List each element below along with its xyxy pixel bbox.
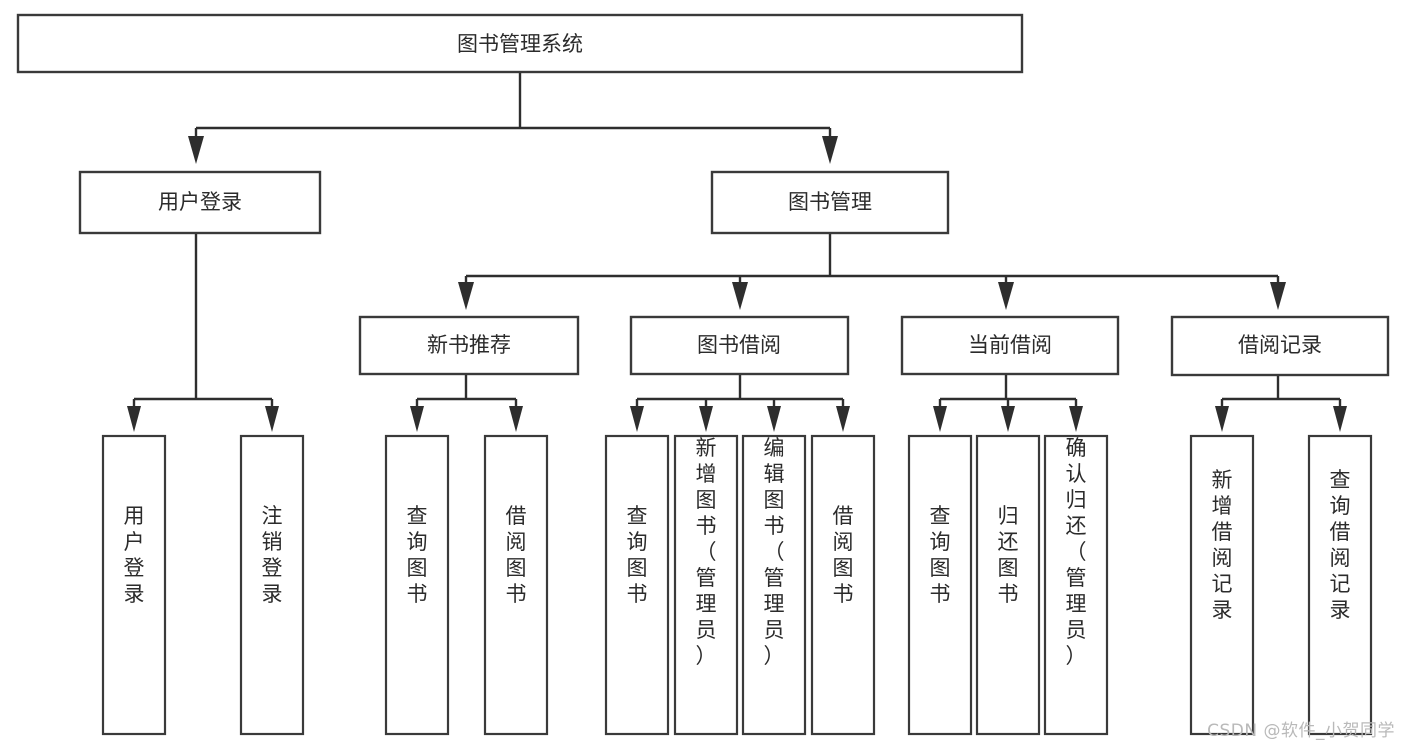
node-book-borrow-label: 图书借阅 <box>697 333 781 357</box>
node-leaf-borrow-book-1-box[interactable] <box>483 434 549 736</box>
node-book-manage-box[interactable] <box>710 170 950 235</box>
node-root-box[interactable] <box>16 13 1024 74</box>
node-leaf-confirm-return-label: 确认归还（管理员） <box>1066 436 1087 668</box>
node-leaf-return-book-box[interactable] <box>975 434 1041 736</box>
arrowhead-leaf-query-book-2 <box>630 406 644 432</box>
connector-group-borrow-record <box>1215 375 1347 432</box>
arrowhead-leaf-query-book-1 <box>410 406 424 432</box>
node-leaf-query-book-3[interactable]: 查询图书 <box>907 434 973 736</box>
node-leaf-query-record-box[interactable] <box>1307 434 1373 736</box>
connector-group-new-book-recommend <box>410 374 523 432</box>
arrowhead-borrow-record <box>1270 282 1286 310</box>
node-user-login-box[interactable] <box>78 170 322 235</box>
node-leaf-confirm-return-box[interactable] <box>1043 434 1109 736</box>
arrowhead-book-manage <box>822 136 838 164</box>
node-current-borrow[interactable]: 当前借阅 <box>900 315 1120 376</box>
node-leaf-edit-book[interactable]: 编辑图书（管理员） <box>741 434 807 736</box>
node-leaf-borrow-book-1[interactable]: 借阅图书 <box>483 434 549 736</box>
node-leaf-logout-login-label: 注销登录 <box>262 504 283 606</box>
node-leaf-logout-login[interactable]: 注销登录 <box>239 434 305 736</box>
connector-group-book-manage <box>458 233 1286 310</box>
node-leaf-borrow-book-2-label: 借阅图书 <box>833 504 854 606</box>
arrowhead-leaf-edit-book <box>767 406 781 432</box>
arrowhead-leaf-add-record <box>1215 406 1229 432</box>
node-leaf-edit-book-box[interactable] <box>741 434 807 736</box>
node-leaf-user-login[interactable]: 用户登录 <box>101 434 167 736</box>
node-leaf-add-book-box[interactable] <box>673 434 739 736</box>
node-leaf-add-record-label: 新增借阅记录 <box>1212 468 1233 622</box>
arrowhead-new-book-recommend <box>458 282 474 310</box>
node-leaf-query-book-2[interactable]: 查询图书 <box>604 434 670 736</box>
connector-group-current-borrow <box>933 374 1083 432</box>
node-leaf-add-record-box[interactable] <box>1189 434 1255 736</box>
node-book-manage-label: 图书管理 <box>788 190 872 214</box>
arrowhead-leaf-borrow-book-2 <box>836 406 850 432</box>
node-new-book-recommend[interactable]: 新书推荐 <box>358 315 580 376</box>
node-root[interactable]: 图书管理系统 <box>16 13 1024 74</box>
node-user-login-label: 用户登录 <box>158 190 242 214</box>
node-leaf-query-book-1-label: 查询图书 <box>407 504 428 606</box>
connector-group-user-login <box>127 233 279 432</box>
arrowhead-user-login <box>188 136 204 164</box>
node-leaf-query-book-3-box[interactable] <box>907 434 973 736</box>
node-leaf-confirm-return[interactable]: 确认归还（管理员） <box>1043 434 1109 736</box>
node-current-borrow-box[interactable] <box>900 315 1120 376</box>
arrowhead-leaf-query-record <box>1333 406 1347 432</box>
node-leaf-logout-login-box[interactable] <box>239 434 305 736</box>
node-leaf-query-record-label: 查询借阅记录 <box>1330 468 1351 622</box>
node-leaf-query-book-1-box[interactable] <box>384 434 450 736</box>
arrowhead-current-borrow <box>998 282 1014 310</box>
node-leaf-return-book[interactable]: 归还图书 <box>975 434 1041 736</box>
connector-group-book-borrow <box>630 374 850 432</box>
arrowhead-leaf-add-book <box>699 406 713 432</box>
arrowhead-leaf-confirm-return <box>1069 406 1083 432</box>
node-leaf-borrow-book-1-label: 借阅图书 <box>506 504 527 606</box>
node-leaf-query-book-2-label: 查询图书 <box>627 504 648 606</box>
arrowhead-leaf-logout-login <box>265 406 279 432</box>
node-leaf-add-record[interactable]: 新增借阅记录 <box>1189 434 1255 736</box>
arrowhead-leaf-borrow-book-1 <box>509 406 523 432</box>
node-root-label: 图书管理系统 <box>457 32 583 56</box>
node-new-book-recommend-box[interactable] <box>358 315 580 376</box>
node-book-manage[interactable]: 图书管理 <box>710 170 950 235</box>
connector-group-root <box>188 72 838 164</box>
node-leaf-query-book-1[interactable]: 查询图书 <box>384 434 450 736</box>
node-leaf-user-login-box[interactable] <box>101 434 167 736</box>
node-leaf-return-book-label: 归还图书 <box>998 504 1019 606</box>
arrowhead-book-borrow <box>732 282 748 310</box>
node-book-borrow-box[interactable] <box>629 315 850 376</box>
arrowhead-leaf-return-book <box>1001 406 1015 432</box>
watermark-text: CSDN @软件_小贺同学 <box>1207 721 1395 741</box>
node-user-login[interactable]: 用户登录 <box>78 170 322 235</box>
node-leaf-edit-book-label: 编辑图书（管理员） <box>764 436 785 668</box>
node-leaf-query-record[interactable]: 查询借阅记录 <box>1307 434 1373 736</box>
node-new-book-recommend-label: 新书推荐 <box>427 333 511 357</box>
node-leaf-borrow-book-2-box[interactable] <box>810 434 876 736</box>
node-leaf-query-book-2-box[interactable] <box>604 434 670 736</box>
node-borrow-record-box[interactable] <box>1170 315 1390 377</box>
node-borrow-record-label: 借阅记录 <box>1238 333 1322 357</box>
node-leaf-add-book[interactable]: 新增图书（管理员） <box>673 434 739 736</box>
arrowhead-leaf-user-login <box>127 406 141 432</box>
node-leaf-query-book-3-label: 查询图书 <box>930 504 951 606</box>
node-leaf-add-book-label: 新增图书（管理员） <box>696 436 717 668</box>
node-leaf-user-login-label: 用户登录 <box>124 504 145 606</box>
node-borrow-record[interactable]: 借阅记录 <box>1170 315 1390 377</box>
arrowhead-leaf-query-book-3 <box>933 406 947 432</box>
node-leaf-borrow-book-2[interactable]: 借阅图书 <box>810 434 876 736</box>
node-book-borrow[interactable]: 图书借阅 <box>629 315 850 376</box>
node-current-borrow-label: 当前借阅 <box>968 333 1052 357</box>
